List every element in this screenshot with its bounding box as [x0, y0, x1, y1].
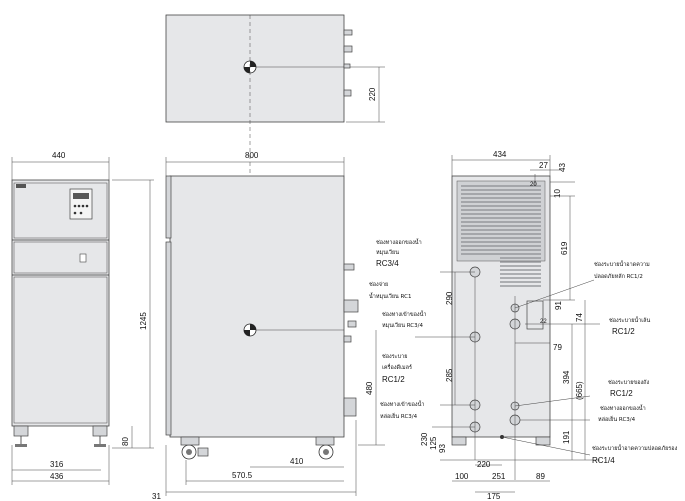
- dim-rear-230: 230: [420, 432, 429, 446]
- dim-rear-22: 22: [540, 319, 547, 325]
- label-supply-2: น้ำหมุนเวียน RC1: [369, 292, 411, 300]
- front-cabinet: [11, 179, 110, 427]
- dim-side-right-height: 480: [365, 381, 374, 395]
- dim-rear-100: 100: [455, 472, 469, 481]
- dim-front-base-height: 80: [121, 437, 130, 446]
- dim-side-right: 410: [290, 457, 304, 466]
- dim-rear-89: 89: [536, 472, 545, 481]
- label-tank-drain2-2: RC1/2: [610, 389, 633, 398]
- dim-front-total: 436: [50, 472, 64, 481]
- dim-front-inner: 316: [50, 460, 64, 469]
- dim-rear-220: 220: [477, 460, 491, 469]
- label-safety-drain-2: RC1/4: [592, 456, 615, 465]
- dim-rear-665: (665): [575, 381, 584, 400]
- condenser-vent: [456, 180, 546, 262]
- label-safety-drain-1: ช่องระบายน้ำอาดความปลอดภัยรอง: [592, 444, 678, 452]
- label-cooling-inlet-1: ช่องทางเข้าของน้ำ: [380, 400, 424, 408]
- label-cooling-inlet-2: หล่อเย็น RC3/4: [380, 412, 418, 420]
- dim-rear-width: 434: [493, 150, 507, 159]
- dim-rear-125: 125: [429, 436, 438, 450]
- dim-side-left: 31: [152, 492, 161, 501]
- rear-labels: ช่องระบายน้ำอาดความ ปลอดภัยหลัก RC1/2 ช่…: [592, 260, 678, 465]
- label-tank-drain2-1: ช่องระบายของถัง: [608, 379, 650, 386]
- label-return-outlet-3: RC3/4: [376, 259, 399, 268]
- dim-rear-91: 91: [554, 301, 563, 310]
- label-cooler-drain-1: ช่องระบาย: [382, 353, 407, 360]
- dim-rear-251: 251: [492, 472, 506, 481]
- label-overflow-1: ช่องระบายน้ำอาดความ: [594, 260, 650, 268]
- rear-view: 434: [415, 150, 600, 480]
- dim-rear-43: 43: [558, 163, 567, 172]
- label-tank-drain-1: ช่องระบายน้ำเล้น: [609, 316, 651, 324]
- label-tank-drain-2: RC1/2: [612, 327, 635, 336]
- label-return-outlet-1: ช่องทางออกของน้ำ: [376, 238, 422, 246]
- label-cooler-drain-2: เครื่องดีเมลร์: [382, 363, 412, 371]
- label-cooling-outlet-2: หล่อเย็น RC3/4: [598, 415, 636, 423]
- dim-side-inner: 570.5: [232, 471, 253, 480]
- top-view: 220: [165, 14, 385, 300]
- dim-rear-10: 10: [553, 189, 562, 198]
- dim-rear-394: 394: [562, 370, 571, 384]
- dim-rear-175: 175: [487, 492, 501, 501]
- label-return-inlet-1: ช่องทางเข้าของน้ำ: [382, 310, 426, 318]
- vent-grille: [461, 185, 541, 287]
- label-cooling-outlet-1: ช่องทางออกของน้ำ: [600, 404, 646, 412]
- dim-rear-191: 191: [562, 430, 571, 444]
- front-view: 440 1245 80 316 436: [11, 151, 154, 485]
- dim-rear-20: 20: [530, 182, 537, 188]
- dim-top-offset: 220: [368, 87, 377, 101]
- dim-rear-27: 27: [539, 161, 548, 170]
- side-cabinet: [169, 175, 345, 438]
- dim-rear-290: 290: [445, 291, 454, 305]
- label-return-outlet-2: หมุนเวียน: [376, 249, 399, 256]
- dim-height: 1245: [139, 312, 148, 330]
- label-supply-1: ช่องจ่าย: [369, 281, 388, 288]
- label-cooler-drain-3: RC1/2: [382, 375, 405, 384]
- dim-rear-79: 79: [553, 343, 562, 352]
- dim-rear-93: 93: [438, 444, 447, 453]
- brand-logo: [16, 184, 26, 188]
- dim-top-width: 800: [245, 151, 259, 160]
- dim-rear-285: 285: [445, 368, 454, 382]
- side-labels: ช่องทางออกของน้ำ หมุนเวียน RC3/4 ช่องจ่า…: [369, 238, 426, 420]
- dim-rear-619: 619: [560, 241, 569, 255]
- dim-rear-74: 74: [575, 313, 584, 322]
- dim-front-width: 440: [52, 151, 66, 160]
- label-overflow-2: ปลอดภัยหลัก RC1/2: [594, 273, 643, 280]
- label-return-inlet-2: หมุนเวียน RC3/4: [382, 322, 423, 329]
- side-view: 800 480 410 570.5 31: [152, 151, 385, 501]
- rear-dimensions: 27 43 20 10 619 290 91 74 22 79 285 394 …: [420, 161, 600, 501]
